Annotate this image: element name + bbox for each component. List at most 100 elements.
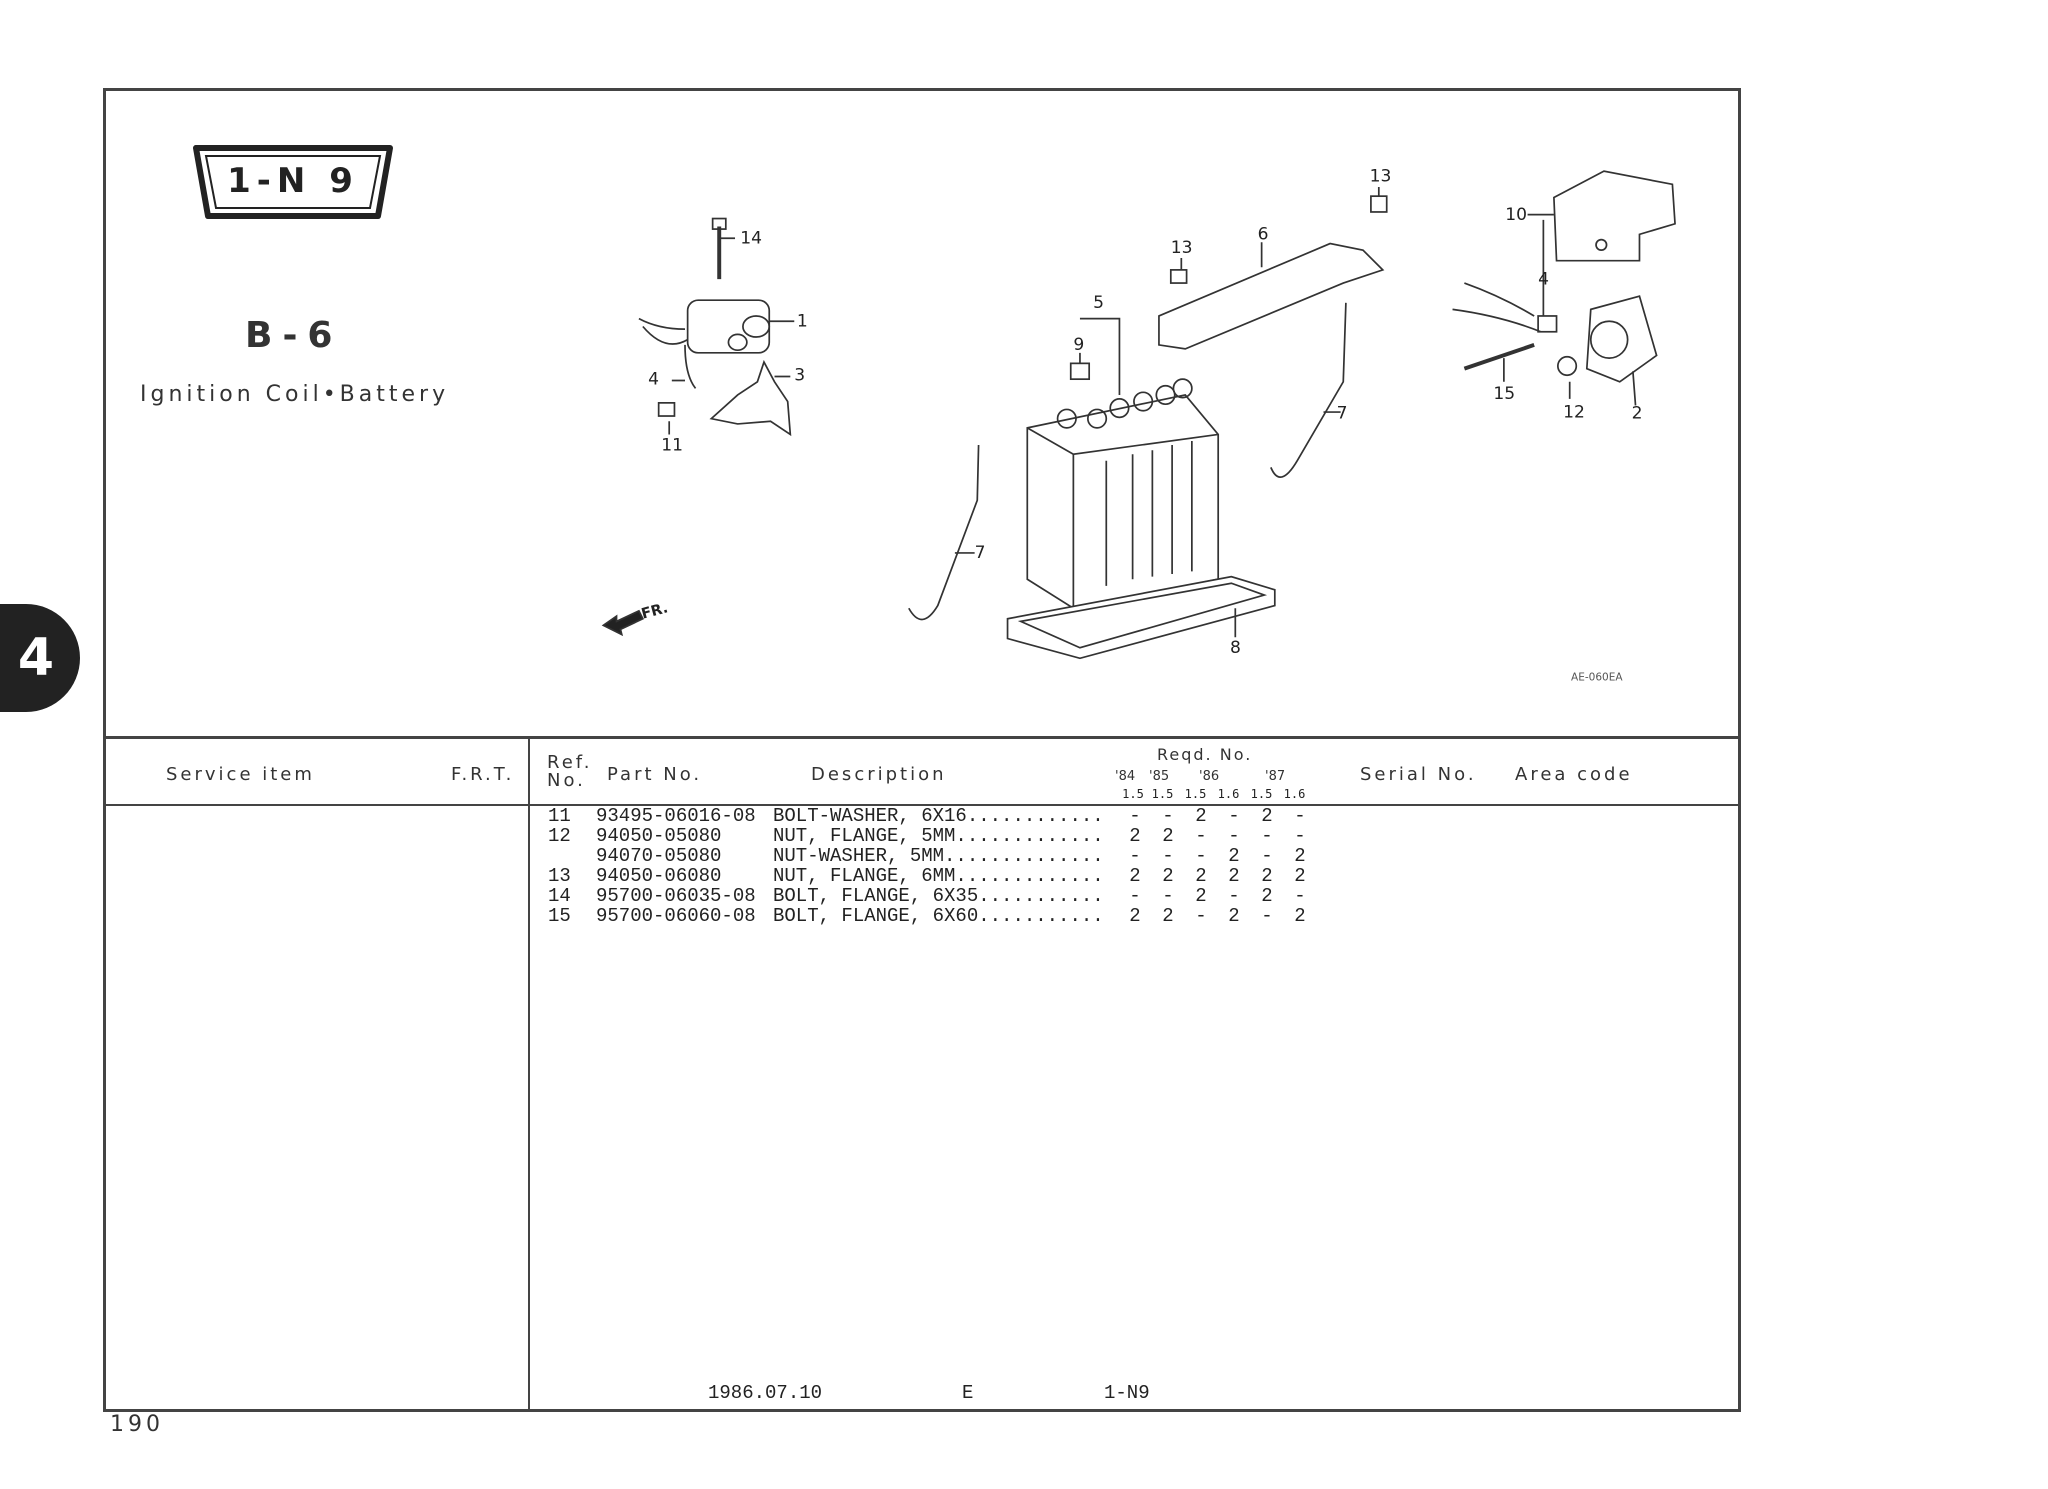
qty-cell: 2 [1228,865,1240,887]
qty-cell: - [1261,845,1273,867]
header-year-87: '87 [1265,769,1286,784]
header-description: Description [811,764,947,785]
qty-cell: 2 [1228,845,1240,867]
page-frame [103,88,1741,1412]
qty-cell: 2 [1129,905,1141,927]
qty-cell: 2 [1129,825,1141,847]
group-code: B-6 [245,315,343,356]
header-serial-no: Serial No. [1360,764,1477,785]
callout-9: 9 [1073,335,1084,355]
part-no-cell: 95700-06035-08 [596,885,756,907]
callout-5: 5 [1093,293,1104,313]
qty-cell: 2 [1162,905,1174,927]
qty-cell: - [1228,885,1240,907]
front-arrow-icon [601,609,645,637]
part-no-cell: 94050-05080 [596,825,722,847]
page-number: 190 [110,1412,164,1437]
qty-cell: 2 [1294,845,1306,867]
callout-1: 1 [797,312,808,332]
qty-cell: 2 [1261,885,1273,907]
callout-13: 13 [1171,238,1193,258]
variant: 1.6 [1217,787,1240,801]
ref-no-cell: 14 [548,885,571,907]
callout-8: 8 [1230,638,1241,658]
variant: 1.5 [1250,787,1273,801]
footer-edition: E [962,1382,974,1404]
qty-cell: 2 [1195,865,1207,887]
qty-cell: - [1228,825,1240,847]
callout-15: 15 [1493,384,1515,404]
qty-cell: 2 [1261,805,1273,827]
qty-cell: - [1228,805,1240,827]
qty-cell: - [1294,885,1306,907]
callout-7: 7 [1337,404,1348,424]
description-cell: BOLT-WASHER, 6X16............ [773,805,1104,827]
page-title: Ignition Coil•Battery [140,382,450,407]
ref-no-cell: 12 [548,825,571,847]
header-variants: 1.5 1.5 1.5 1.6 1.5 1.6 [1120,787,1311,801]
header-year-85: '85 [1149,769,1170,784]
variant: 1.5 [1151,787,1174,801]
service-column-divider [528,736,530,1409]
part-no-cell: 95700-06060-08 [596,905,756,927]
header-ref-no: Ref. No. [547,754,593,790]
qty-cell: 2 [1228,905,1240,927]
callout-14: 14 [740,229,762,249]
callout-7b: 7 [975,543,986,563]
header-year-86: '86 [1199,769,1220,784]
description-cell: BOLT, FLANGE, 6X60........... [773,905,1104,927]
ref-no-cell: 13 [548,865,571,887]
callout-13b: 13 [1370,167,1392,187]
drawing-code: AE-060EA [1571,672,1623,684]
qty-cell: - [1195,825,1207,847]
qty-cell: 2 [1294,905,1306,927]
callout-12: 12 [1563,402,1585,422]
part-no-cell: 93495-06016-08 [596,805,756,827]
header-service-item: Service item [166,764,315,785]
qty-cell: - [1261,825,1273,847]
qty-cell: 2 [1129,865,1141,887]
table-header-divider [103,804,1738,806]
header-area-code: Area code [1515,764,1633,785]
qty-cell: - [1162,805,1174,827]
description-cell: NUT-WASHER, 5MM.............. [773,845,1104,867]
header-ref-line1: Ref. [547,752,593,773]
header-reqd-no: Reqd. No. [1157,745,1253,764]
qty-cell: - [1294,825,1306,847]
qty-cell: - [1195,905,1207,927]
callout-6: 6 [1258,225,1269,245]
section-badge-text: 1-N 9 [227,161,359,201]
variant: 1.5 [1122,787,1144,801]
header-ref-line2: No. [547,770,586,791]
callout-10: 10 [1505,205,1527,225]
qty-cell: - [1261,905,1273,927]
qty-cell: 2 [1261,865,1273,887]
description-cell: NUT, FLANGE, 5MM............. [773,825,1104,847]
qty-cell: 2 [1162,865,1174,887]
footer-date: 1986.07.10 [708,1382,823,1404]
header-year-84: '84 [1115,769,1136,784]
callout-2: 2 [1632,404,1643,424]
qty-cell: - [1294,805,1306,827]
part-no-cell: 94050-06080 [596,865,722,887]
qty-cell: 2 [1162,825,1174,847]
variant: 1.6 [1283,787,1306,801]
qty-cell: 2 [1195,805,1207,827]
qty-cell: - [1162,885,1174,907]
qty-cell: 2 [1195,885,1207,907]
callout-11: 11 [661,435,683,455]
qty-cell: - [1162,845,1174,867]
qty-cell: - [1129,805,1141,827]
regulator-drawing [1452,170,1676,383]
header-frt: F.R.T. [451,764,515,785]
ref-no-cell: 15 [548,905,571,927]
qty-cell: - [1129,885,1141,907]
qty-cell: - [1129,845,1141,867]
variant: 1.5 [1184,787,1207,801]
table-top-divider [103,736,1738,739]
section-badge: 1-N 9 [190,144,396,224]
callout-4: 4 [648,369,659,389]
footer-code: 1-N9 [1104,1382,1150,1404]
callout-4b: 4 [1538,269,1549,289]
